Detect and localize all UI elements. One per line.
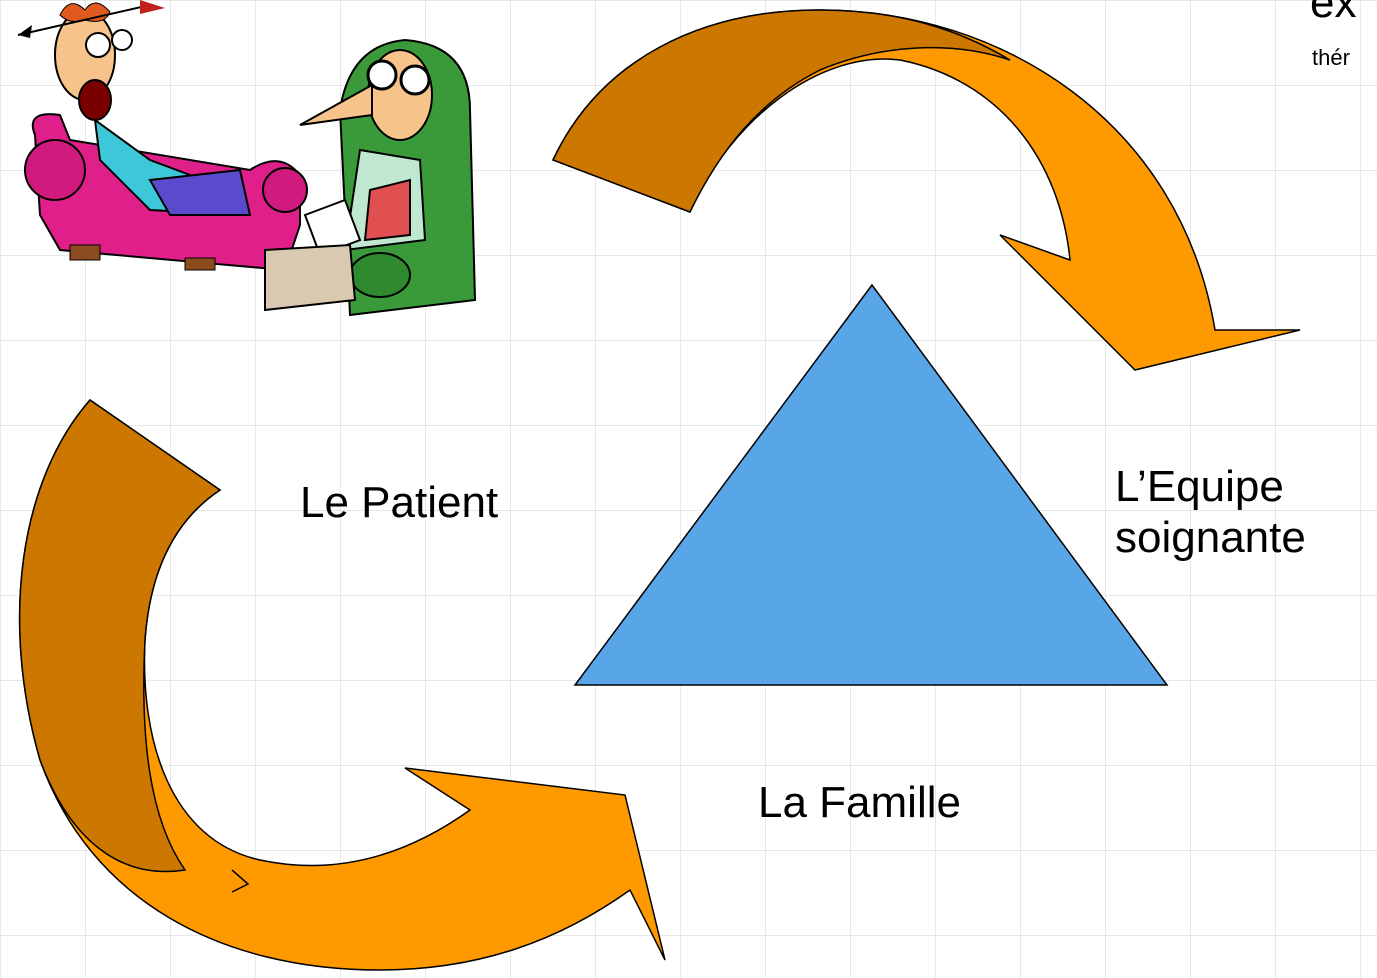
therapist-nose [299, 83, 373, 126]
node-label-patient: Le Patient [300, 478, 499, 527]
therapist-legs [264, 243, 357, 312]
node-label-equipe-line2: soignante [1115, 512, 1306, 562]
curved-arrow-top-shadow [551, 9, 1011, 213]
cropped-text-top-right: ex [1310, 0, 1357, 27]
node-label-equipe-line1: L’Equipe [1115, 462, 1284, 511]
armchair-arm [349, 252, 411, 298]
couch-leg [69, 244, 101, 261]
patient-eye [111, 29, 133, 51]
arrow-tip-icon [18, 25, 32, 38]
small-chevron-icon [231, 869, 250, 893]
therapist-vest [363, 178, 411, 242]
curved-arrow-bottom-left-shadow [18, 399, 222, 873]
couch-cushion-left [24, 139, 86, 201]
node-label-equipe: L’Equipe soignante [1115, 462, 1306, 563]
therapist-notepad [303, 198, 362, 257]
patient-eye [85, 32, 111, 58]
node-label-famille: La Famille [758, 778, 961, 827]
arrow-fletching-icon [140, 0, 165, 14]
therapist-glasses [366, 59, 398, 91]
therapist-glasses [399, 64, 431, 96]
couch-leg [184, 257, 216, 271]
cartoon-illustration [17, 0, 477, 317]
patient-mouth [78, 79, 112, 121]
arrow-through-head [17, 4, 151, 36]
patient-legs [148, 168, 252, 216]
couch-cushion-right [262, 167, 308, 213]
cropped-subtext-top-right: thér [1312, 45, 1350, 70]
central-triangle [573, 283, 1169, 686]
